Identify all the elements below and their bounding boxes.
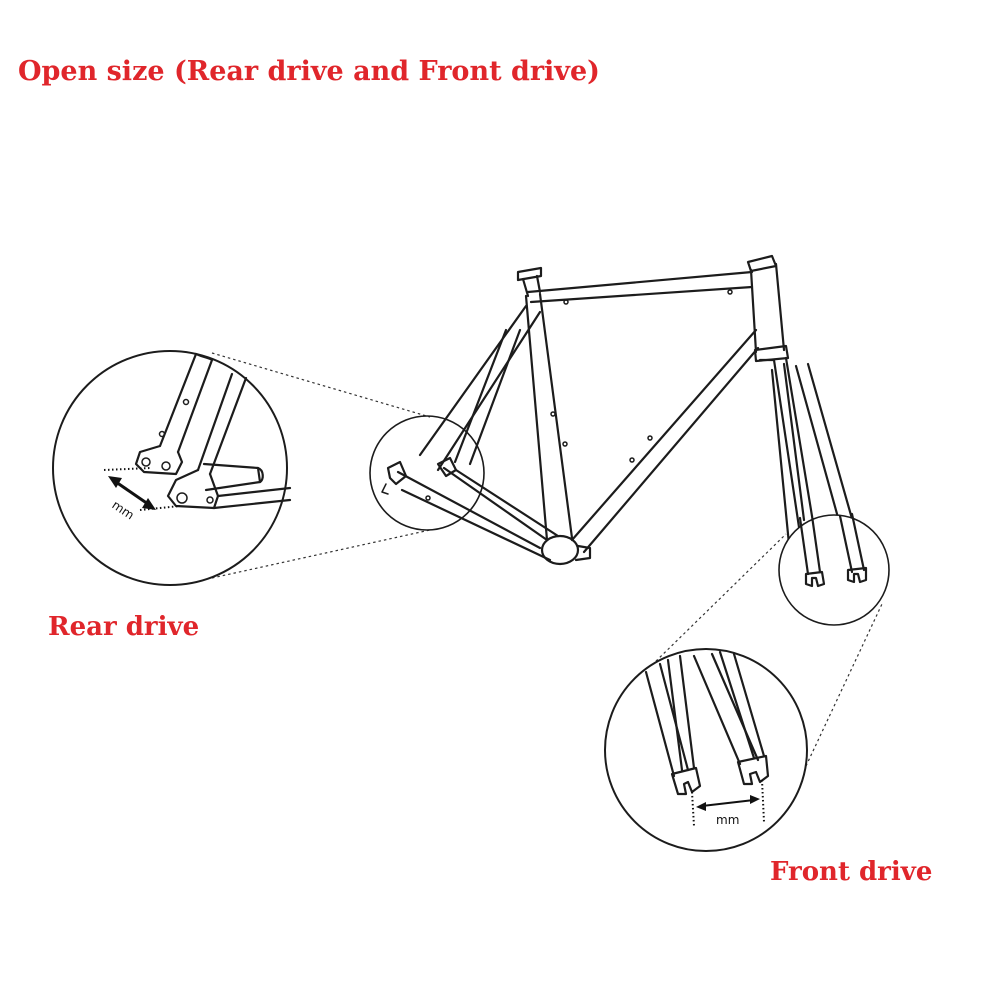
rear-zoom-connectors (211, 352, 431, 579)
front-drive-magnified: mm (604, 648, 808, 852)
front-mm-unit: mm (716, 813, 739, 827)
page-title: Open size (Rear drive and Front drive) (18, 56, 600, 87)
front-dropout-highlight (778, 512, 890, 626)
rear-drive-magnified: mm (52, 350, 292, 586)
rear-drive-label: Rear drive (48, 612, 200, 642)
front-drive-label: Front drive (770, 857, 933, 887)
bicycle-frame (381, 254, 868, 577)
rear-dropout-highlight (369, 415, 485, 531)
front-zoom-connectors (651, 533, 883, 767)
